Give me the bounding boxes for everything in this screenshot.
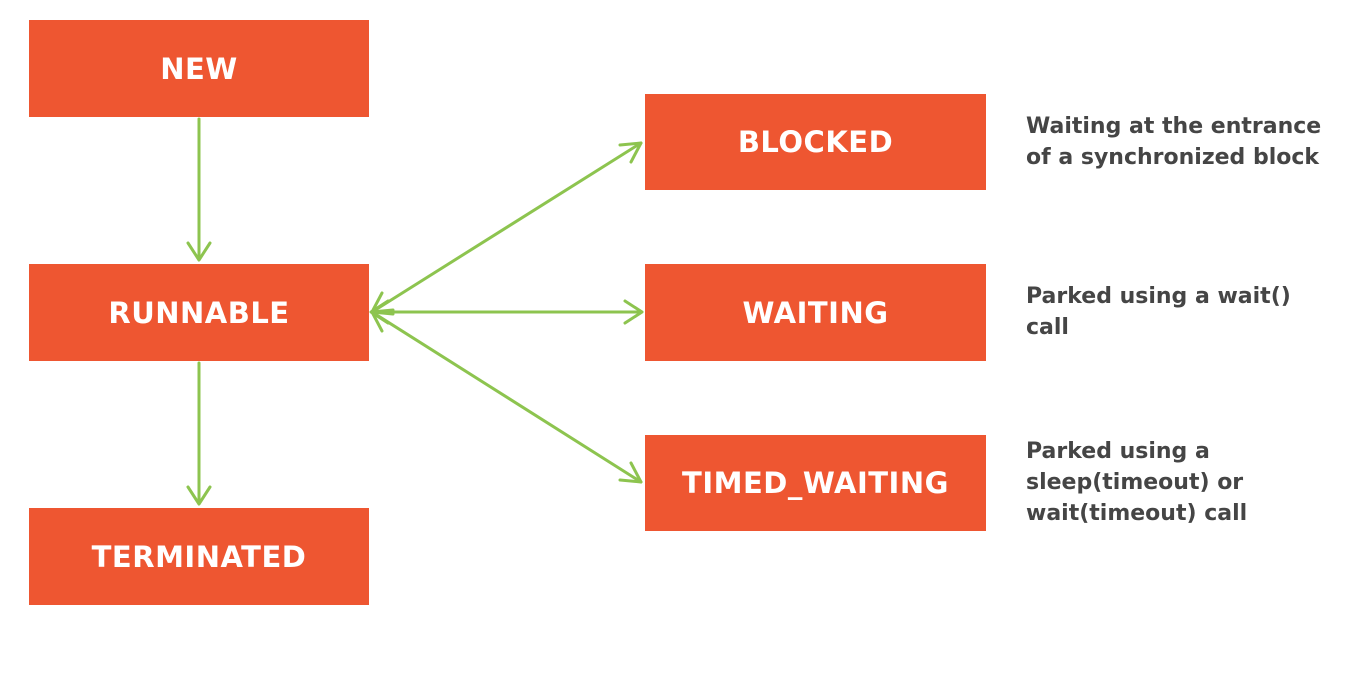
arrow-runnable-timed-waiting xyxy=(370,310,643,484)
description-line: wait(timeout) call xyxy=(1026,501,1248,526)
state-runnable: RUNNABLE xyxy=(29,264,369,361)
description-line: sleep(timeout) or xyxy=(1026,470,1244,495)
description-line: Parked using a wait() xyxy=(1026,284,1291,309)
description-line: of a synchronized block xyxy=(1026,145,1320,170)
state-new: NEW xyxy=(29,20,369,117)
description-line: call xyxy=(1026,315,1069,340)
description-blocked: Waiting at the entrance of a synchronize… xyxy=(1026,111,1321,173)
arrow-runnable-waiting xyxy=(369,299,644,325)
state-terminated: TERMINATED xyxy=(29,508,369,605)
state-waiting: WAITING xyxy=(645,264,986,361)
arrow-new-to-runnable xyxy=(186,117,212,262)
state-blocked: BLOCKED xyxy=(645,94,986,190)
description-line: Waiting at the entrance xyxy=(1026,114,1322,139)
description-line: Parked using a xyxy=(1026,439,1210,464)
state-timed-waiting: TIMED_WAITING xyxy=(645,435,986,531)
arrow-runnable-blocked xyxy=(370,141,643,314)
description-waiting: Parked using a wait() call xyxy=(1026,281,1291,343)
description-timed-waiting: Parked using a sleep(timeout) or wait(ti… xyxy=(1026,436,1247,529)
arrow-runnable-to-terminated xyxy=(186,361,212,506)
